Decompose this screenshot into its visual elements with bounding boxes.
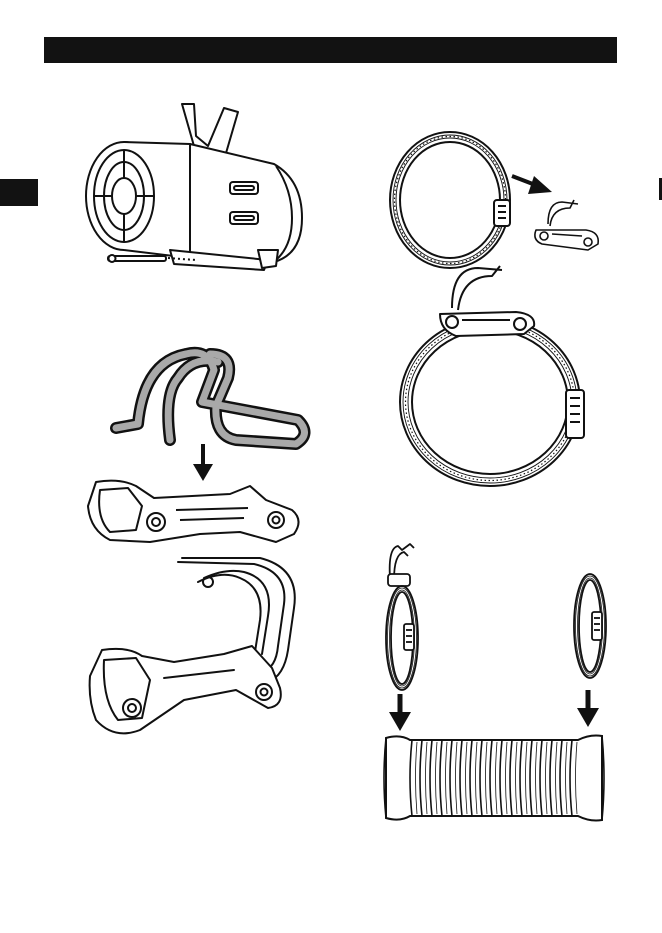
header-bar <box>44 37 617 63</box>
tool-motor-unit-illustration <box>78 100 308 280</box>
clip-bracket-small-illustration <box>526 196 604 256</box>
section-tab <box>0 179 38 206</box>
clamp-with-bracket-illustration <box>396 262 596 492</box>
clamp-arrow-icon <box>510 172 554 198</box>
wire-clip-illustration <box>106 344 306 456</box>
hose-clamp-ring-illustration <box>386 126 522 276</box>
down-arrow-icon <box>389 694 411 732</box>
assembled-bracket-illustration <box>84 550 306 746</box>
bracket-plate-illustration <box>80 476 308 554</box>
small-clamp-with-clip-illustration <box>380 540 426 690</box>
down-arrow-icon <box>577 690 599 728</box>
small-clamp-illustration <box>570 570 610 682</box>
corrugated-hose-illustration <box>380 730 608 826</box>
